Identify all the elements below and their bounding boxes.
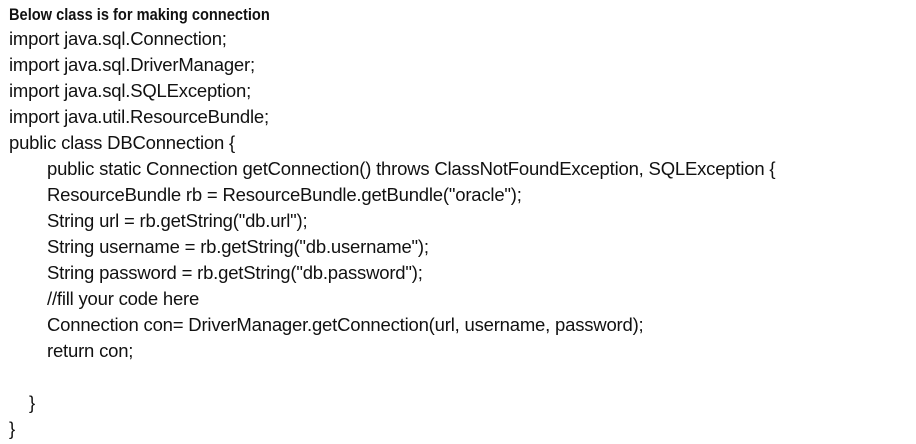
code-line-method-close-brace: } <box>29 392 35 413</box>
code-line-class-close-brace: } <box>9 418 15 439</box>
document-heading: Below class is for making connection <box>9 5 270 24</box>
code-line-class-declaration: public class DBConnection { <box>9 132 235 153</box>
code-line-password: String password = rb.getString("db.passw… <box>47 262 423 283</box>
code-line-resource-bundle: ResourceBundle rb = ResourceBundle.getBu… <box>47 184 522 205</box>
code-line-return: return con; <box>47 340 134 361</box>
code-line-import-connection: import java.sql.Connection; <box>9 28 227 49</box>
code-line-import-drivermanager: import java.sql.DriverManager; <box>9 54 255 75</box>
code-line-import-sqlexception: import java.sql.SQLException; <box>9 80 252 101</box>
code-line-import-resourcebundle: import java.util.ResourceBundle; <box>9 106 269 127</box>
code-document: Below class is for making connection imp… <box>9 4 909 442</box>
code-line-username: String username = rb.getString("db.usern… <box>47 236 429 257</box>
code-line-get-connection: Connection con= DriverManager.getConnect… <box>47 314 644 335</box>
code-line-url: String url = rb.getString("db.url"); <box>47 210 308 231</box>
code-line-comment: //fill your code here <box>47 288 200 309</box>
blank-line <box>9 364 909 390</box>
code-line-method-signature: public static Connection getConnection()… <box>47 158 776 179</box>
